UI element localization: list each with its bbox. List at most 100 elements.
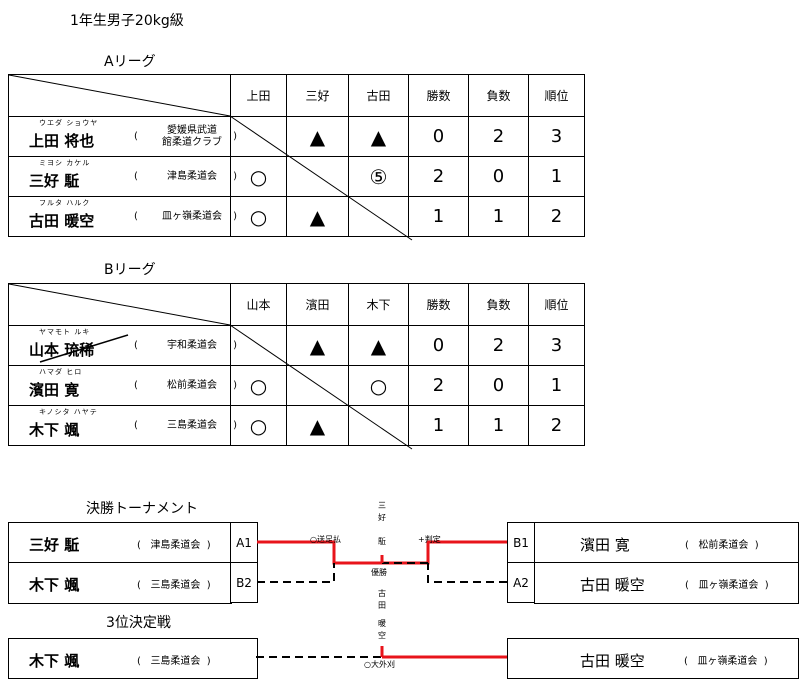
league-b-header: 濱田 [286,283,349,326]
player-kana: フルタ ハルク [39,199,91,207]
champion-label: 優勝 [371,568,387,577]
league-a-table: 上田 三好 古田 勝数 負数 順位 ウエダ ショウヤ 上田 将也 (愛媛県武道館… [8,74,585,237]
champion-name-vertical: 三 好 駈 [377,500,387,548]
seed-label: A2 [507,562,535,603]
player-club: (愛媛県武道館柔道クラブ) [134,124,237,148]
league-a-header: 順位 [528,74,585,117]
wins-cell: 0 [408,325,469,366]
seed-label: B2 [230,562,258,603]
char: 好 [378,513,386,522]
player-name: 古田 暖空 [29,212,95,230]
club-line: 三島柔道会 [167,419,217,431]
rank-cell: 3 [528,325,585,366]
player-name: 木下 颯 [29,576,80,594]
table-row: ヤマモト ルキ 山本 琉稀 (宇和柔道会) ▲ ▲ 0 2 3 [8,325,585,366]
league-b-title: Bリーグ [104,262,156,278]
league-a-header: 負数 [468,74,529,117]
player-kana: ミヨシ カケル [39,159,91,167]
result-cell [286,365,349,406]
club-line: 館柔道クラブ [162,136,222,148]
player-cell: ハマダ ヒロ 濱田 寛 (松前柔道会) [8,365,237,406]
wins-cell: 2 [408,156,469,197]
result-cell: ○ [230,405,287,446]
bracket-entry: 濱田 寛 ( 松前柔道会 ) [535,523,798,563]
loser-line [427,563,507,583]
league-a-header: 勝数 [408,74,469,117]
result-cell: ⑤ [348,156,409,197]
losses-cell: 1 [468,405,529,446]
third-title: 3位決定戦 [106,615,171,631]
result-cell [230,325,287,366]
rank-cell: 2 [528,405,585,446]
losses-cell: 0 [468,156,529,197]
club-text: 津島柔道会 [150,540,201,551]
char: 三 [378,501,386,510]
league-a-header: 古田 [348,74,409,117]
league-b-header: 負数 [468,283,529,326]
player-club: ( 三島柔道会 ) [137,580,211,591]
result-cell: ▲ [286,405,349,446]
char: 空 [378,631,386,640]
final-title: 決勝トーナメント [86,501,198,517]
player-cell: フルタ ハルク 古田 暖空 (皿ヶ嶺柔道会) [8,196,237,237]
club-text: 三島柔道会 [150,656,201,667]
result-cell [348,196,409,237]
player-name: 木下 颯 [29,421,80,439]
club-text: 皿ヶ嶺柔道会 [697,656,758,667]
wins-cell: 0 [408,116,469,157]
player-club: ( 松前柔道会 ) [685,540,759,551]
player-kana: ハマダ ヒロ [39,368,83,376]
result-cell: ○ [230,196,287,237]
char: 田 [378,601,386,610]
rank-cell: 1 [528,365,585,406]
winner-line [257,540,382,565]
league-b-table: 山本 濱田 木下 勝数 負数 順位 ヤマモト ルキ 山本 琉稀 (宇和柔道会) … [8,283,585,446]
league-a-title: Aリーグ [104,54,156,70]
losses-cell: 2 [468,116,529,157]
player-kana: ヤマモト ルキ [39,328,91,336]
seed-label: A1 [230,522,258,563]
player-club: ( 三島柔道会 ) [137,656,211,667]
league-b-header: 勝数 [408,283,469,326]
player-cell: ミヨシ カケル 三好 駈 (津島柔道会) [8,156,237,197]
result-cell: ○ [230,365,287,406]
club-line: 津島柔道会 [167,170,217,182]
player-kana: キノシタ ハヤテ [39,408,98,416]
losses-cell: 2 [468,325,529,366]
table-row: ミヨシ カケル 三好 駈 (津島柔道会) ○ ⑤ 2 0 1 [8,156,585,197]
player-name: 三好 駈 [29,172,80,190]
league-a-header: 三好 [286,74,349,117]
league-b-header: 順位 [528,283,585,326]
page-title: 1年生男子20kg級 [70,13,184,29]
league-b-header: 木下 [348,283,409,326]
bracket-entry: 古田 暖空 ( 皿ヶ嶺柔道会 ) [535,563,798,602]
player-club: (宇和柔道会) [129,326,241,365]
club-text: 三島柔道会 [150,580,201,591]
player-cell: ヤマモト ルキ 山本 琉稀 (宇和柔道会) [8,325,237,366]
player-club: ( 皿ヶ嶺柔道会 ) [684,656,768,667]
league-a-header: 上田 [230,74,287,117]
char: 暖 [378,619,386,628]
rank-cell: 1 [528,156,585,197]
player-club: ( 皿ヶ嶺柔道会 ) [685,580,769,591]
player-kana: ウエダ ショウヤ [39,119,99,127]
player-name: 木下 颯 [29,652,80,670]
wins-cell: 2 [408,365,469,406]
player-club: (皿ヶ嶺柔道会) [129,197,241,236]
bracket-entry: 三好 駈 ( 津島柔道会 ) [9,523,231,563]
table-row: ウエダ ショウヤ 上田 将也 (愛媛県武道館柔道クラブ) ▲ ▲ 0 2 3 [8,116,585,157]
table-row: キノシタ ハヤテ 木下 颯 (三島柔道会) ○ ▲ 1 1 2 [8,405,585,446]
player-name: 古田 暖空 [580,652,645,670]
table-row: フルタ ハルク 古田 暖空 (皿ヶ嶺柔道会) ○ ▲ 1 1 2 [8,196,585,237]
player-name: 古田 暖空 [580,576,645,594]
final-left-box: 三好 駈 ( 津島柔道会 ) 木下 颯 ( 三島柔道会 ) [8,522,232,604]
result-cell: ▲ [348,325,409,366]
wins-cell: 1 [408,405,469,446]
char: 駈 [378,537,386,546]
bracket-entry: 木下 颯 ( 三島柔道会 ) [9,563,231,602]
losses-cell: 0 [468,365,529,406]
bracket-entry: 木下 颯 ( 三島柔道会 ) [9,639,257,678]
player-club: (松前柔道会) [129,366,241,405]
loser-line [257,563,335,583]
left-result: ○送足払 [310,535,341,544]
